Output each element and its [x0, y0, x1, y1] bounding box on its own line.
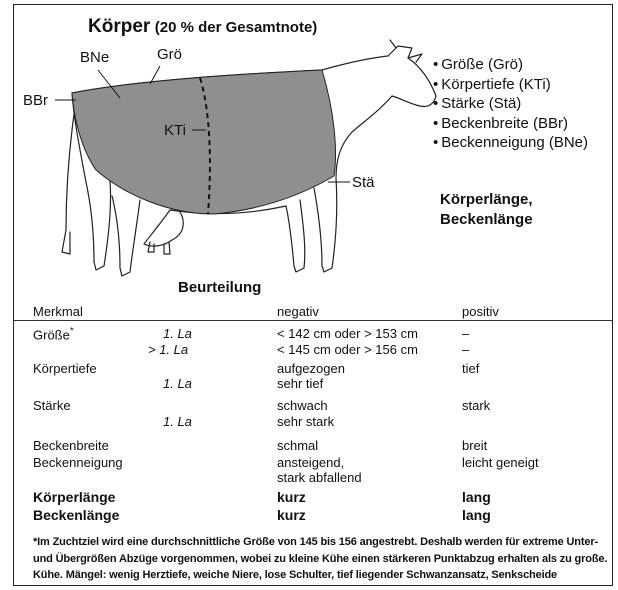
- trait-item: Beckenneigung (BNe): [433, 133, 588, 153]
- cow-ear: [408, 54, 422, 62]
- footnote: *Im Zuchtziel wird eine durchschnittlich…: [33, 534, 611, 584]
- col-header-negativ: negativ: [277, 304, 319, 319]
- cell-negativ: schmal: [277, 438, 318, 453]
- trait-item: Beckenbreite (BBr): [433, 114, 588, 134]
- body-length-line1: Körperlänge,: [440, 190, 533, 210]
- cell-negativ: stark abfallend: [277, 470, 362, 485]
- cow-hind-leg-2: [86, 180, 111, 270]
- cell-positiv: leicht geneigt: [462, 455, 539, 470]
- label-gro: Grö: [157, 46, 182, 63]
- footnote-line: Kühe. Mängel: wenig Herztiefe, weiche Ni…: [33, 567, 611, 584]
- cell-lactation: 1. La: [163, 376, 192, 391]
- cell-lactation: 1. La: [163, 326, 192, 341]
- cell-negativ: sehr stark: [277, 414, 334, 429]
- trait-list: Größe (Grö) Körpertiefe (KTi) Stärke (St…: [433, 55, 588, 153]
- cell-negativ: < 145 cm oder > 156 cm: [277, 342, 418, 357]
- page-title: Körper (20 % der Gesamtnote): [88, 16, 317, 38]
- cow-hind-leg-1: [112, 196, 140, 276]
- cow-horn: [390, 40, 396, 48]
- cell-positiv: breit: [462, 438, 487, 453]
- cell-positiv: –: [462, 342, 469, 357]
- cell-positiv: tief: [462, 361, 479, 376]
- footnote-line: und Übergrößen Abzüge vorgenommen, wobei…: [33, 551, 611, 568]
- cell-merkmal: Beckenneigung: [33, 455, 123, 470]
- label-bbr: BBr: [23, 92, 48, 109]
- cell-positiv: lang: [462, 489, 491, 505]
- cell-negativ: < 142 cm oder > 153 cm: [277, 326, 418, 341]
- cow-front-leg-1: [314, 178, 337, 272]
- cell-negativ: schwach: [277, 398, 328, 413]
- cow-front-leg-2: [286, 200, 305, 272]
- cell-positiv: stark: [462, 398, 490, 413]
- trait-item: Körpertiefe (KTi): [433, 75, 588, 95]
- footnote-marker: *: [70, 326, 74, 337]
- table-header-rule: [13, 320, 613, 321]
- body-length-line2: Beckenlänge: [440, 210, 533, 230]
- cow-head-outline: [388, 46, 436, 107]
- title-suffix: (20 % der Gesamtnote): [155, 19, 318, 36]
- cow-tail: [62, 100, 76, 254]
- cow-teat-1: [148, 242, 154, 252]
- cell-negativ: sehr tief: [277, 376, 323, 391]
- cell-merkmal: Stärke: [33, 398, 71, 413]
- trait-item: Größe (Grö): [433, 55, 588, 75]
- label-bne: BNe: [80, 49, 109, 66]
- cell-merkmal: Beckenlänge: [33, 507, 119, 523]
- cell-merkmal: Größe: [33, 327, 70, 342]
- col-header-merkmal: Merkmal: [33, 304, 83, 319]
- cell-lactation: 1. La: [163, 414, 192, 429]
- table-row: Größe*: [33, 326, 74, 342]
- title-main: Körper: [88, 16, 150, 37]
- cow-neck-underside: [336, 96, 392, 178]
- cell-merkmal: Körpertiefe: [33, 361, 97, 376]
- body-length-heading: Körperlänge, Beckenlänge: [440, 190, 533, 230]
- cell-negativ: kurz: [277, 489, 306, 505]
- assessment-heading: Beurteilung: [178, 279, 261, 296]
- cell-positiv: lang: [462, 507, 491, 523]
- cell-negativ: ansteigend,: [277, 455, 344, 470]
- cow-udder: [144, 210, 183, 246]
- cell-negativ: kurz: [277, 507, 306, 523]
- label-kti: KTi: [164, 122, 186, 139]
- cell-negativ: aufgezogen: [277, 361, 345, 376]
- col-header-positiv: positiv: [462, 304, 499, 319]
- label-sta: Stä: [352, 174, 375, 191]
- cell-positiv: –: [462, 326, 469, 341]
- cell-lactation: > 1. La: [148, 342, 188, 357]
- cell-merkmal: Beckenbreite: [33, 438, 109, 453]
- body-shaded-region: [72, 70, 336, 214]
- cell-merkmal: Körperlänge: [33, 489, 115, 505]
- footnote-line: *Im Zuchtziel wird eine durchschnittlich…: [33, 534, 611, 551]
- trait-item: Stärke (Stä): [433, 94, 588, 114]
